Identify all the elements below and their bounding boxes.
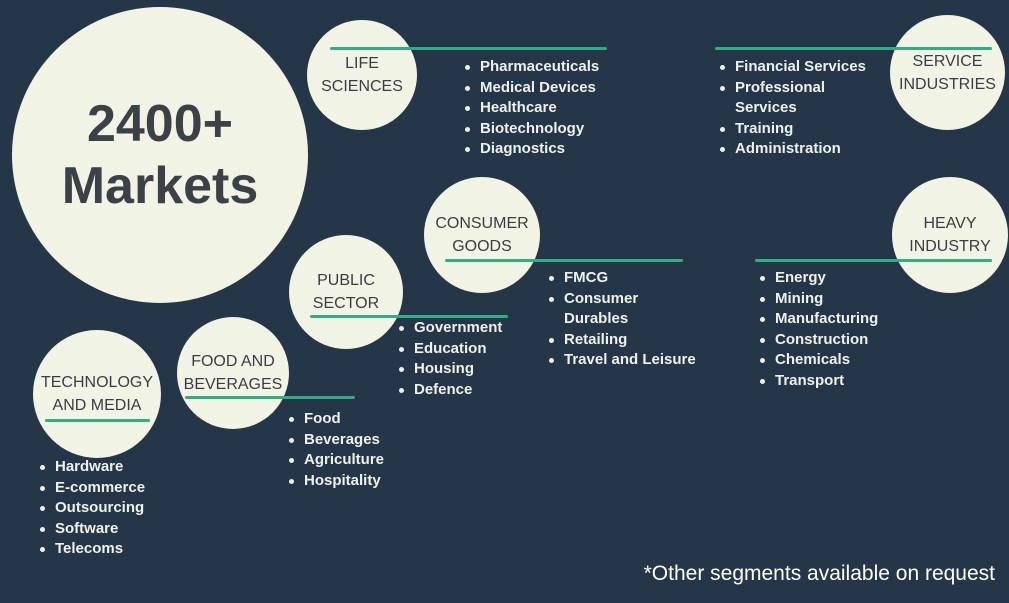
list-item: Healthcare — [465, 98, 599, 119]
list-item: FMCG — [549, 268, 696, 289]
segment-title: AND MEDIA — [52, 397, 142, 414]
list-item: Transport — [760, 371, 878, 392]
list-item: Services — [735, 99, 797, 117]
list-item: Education — [399, 339, 502, 360]
list-item: Manufacturing — [760, 309, 878, 330]
list-item: Software — [40, 519, 145, 540]
segment-title: TECHNOLOGY — [40, 374, 153, 391]
list-item: Agriculture — [289, 450, 384, 471]
list-item: Financial Services — [720, 57, 866, 78]
headline-number: 2400+ — [86, 95, 234, 153]
footer-note: *Other segments available on request — [643, 562, 995, 585]
divider-line — [715, 47, 992, 50]
list-item: E-commerce — [40, 478, 145, 499]
segment-circle-consumer-goods: CONSUMER GOODS — [424, 177, 540, 293]
list-item: Medical Devices — [465, 78, 599, 99]
list-item: Mining — [760, 289, 878, 310]
list-item: Diagnostics — [465, 139, 599, 160]
segment-circle-public-sector: PUBLIC SECTOR — [289, 235, 403, 349]
segment-title: HEAVY — [923, 215, 977, 232]
list-item: Consumer — [549, 289, 696, 310]
list-item: Outsourcing — [40, 498, 145, 519]
list-item: Retailing — [549, 330, 696, 351]
list-item: Food — [289, 409, 384, 430]
headline-circle: 2400+Markets — [12, 7, 308, 303]
segment-title: INDUSTRIES — [899, 75, 996, 93]
segment-title: INDUSTRY — [909, 238, 991, 255]
list-item: Training — [720, 119, 866, 140]
segment-title: CONSUMER — [435, 215, 529, 232]
list-item: Energy — [760, 268, 878, 289]
divider-line — [755, 259, 992, 262]
segment-title: SECTOR — [312, 295, 380, 312]
segment-title: FOOD AND — [191, 353, 275, 370]
segment-circle-food-beverages: FOOD AND BEVERAGES — [177, 317, 289, 429]
segment-title: PUBLIC — [317, 272, 375, 289]
divider-line — [445, 259, 683, 262]
segment-title: SCIENCES — [321, 78, 403, 95]
segment-title: BEVERAGES — [183, 376, 283, 393]
headline-label: Markets — [61, 157, 259, 215]
list-item: Construction — [760, 330, 878, 351]
segment-circle-service-industries: SERVICE INDUSTRIES — [890, 15, 1005, 130]
divider-line — [330, 47, 607, 50]
list-item: Biotechnology — [465, 119, 599, 140]
list-item: Travel and Leisure — [549, 350, 696, 371]
divider-line — [310, 315, 508, 318]
divider-line — [45, 419, 150, 422]
list-item: Housing — [399, 359, 502, 380]
segment-title: GOODS — [452, 238, 512, 255]
segment-circle-technology-media: TECHNOLOGY AND MEDIA — [33, 330, 161, 458]
list-item: Durables — [564, 310, 629, 328]
segment-circle-heavy-industry: HEAVY INDUSTRY — [892, 177, 1008, 293]
list-item: Professional — [720, 78, 866, 99]
list-item: Hardware — [40, 457, 145, 478]
segment-title: SERVICE — [912, 52, 983, 70]
list-item: Beverages — [289, 430, 384, 451]
segment-title: LIFE — [345, 55, 379, 72]
list-item: Government — [399, 318, 502, 339]
divider-line — [185, 396, 355, 399]
list-item: Administration — [720, 139, 866, 160]
list-item: Chemicals — [760, 350, 878, 371]
segment-circle-life-sciences: LIFE SCIENCES — [307, 20, 417, 130]
list-item: Pharmaceuticals — [465, 57, 599, 78]
list-item: Hospitality — [289, 471, 384, 492]
list-item: Defence — [399, 380, 502, 401]
list-item: Telecoms — [40, 539, 145, 560]
